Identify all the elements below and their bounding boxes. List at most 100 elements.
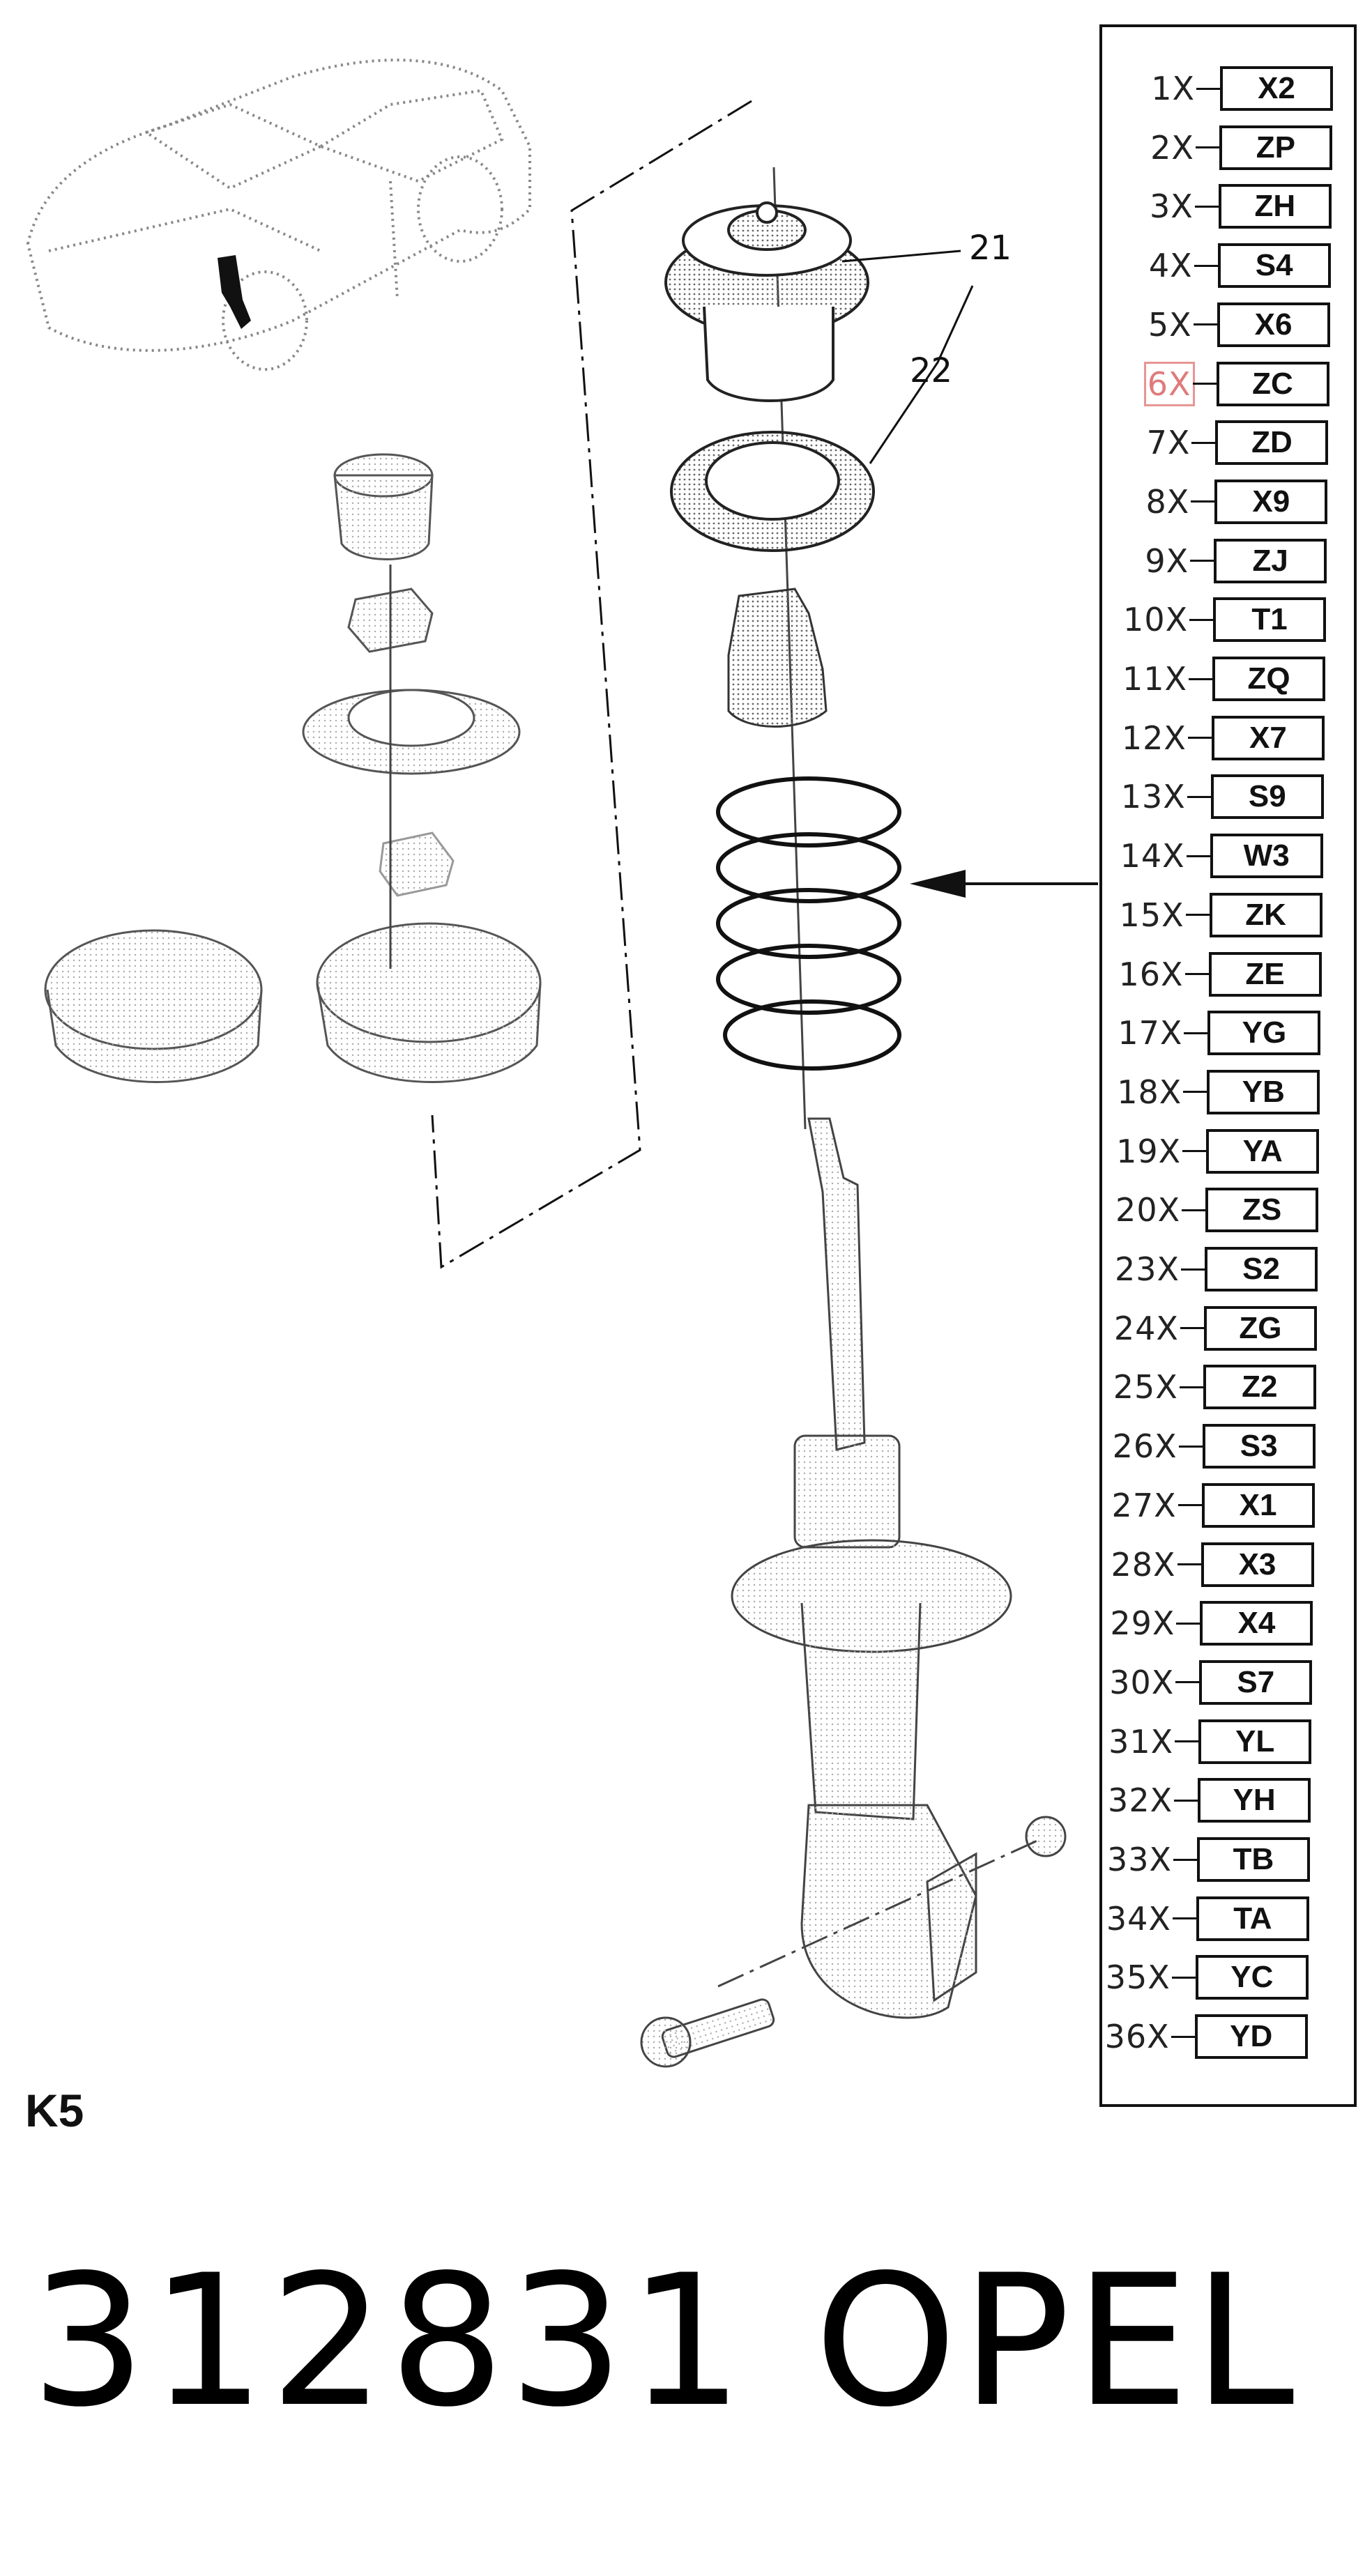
legend-quantity-text: 26X (1112, 1427, 1177, 1466)
legend-code-box: S9 (1210, 774, 1324, 820)
legend-connector (1175, 1740, 1199, 1743)
legend-connector (1189, 677, 1212, 680)
legend-quantity: 4X (1111, 247, 1193, 284)
legend-quantity: 16X (1102, 956, 1184, 993)
alternate-parts-boundary (431, 100, 752, 1269)
legend-quantity: 9X (1106, 542, 1189, 580)
legend-row: 14X W3 (1103, 834, 1323, 879)
legend-quantity: 23X (1097, 1250, 1180, 1288)
legend-connector (1194, 205, 1219, 208)
legend-code-box: X7 (1211, 715, 1325, 760)
legend-connector (1171, 2035, 1195, 2038)
callout-22-label: 22 (910, 351, 952, 390)
legend-code-box: ZQ (1212, 657, 1325, 701)
legend-quantity: 10X (1106, 601, 1188, 638)
bump-stop (727, 588, 828, 728)
legend-code-box: TB (1197, 1837, 1310, 1882)
legend-quantity: 2X (1112, 129, 1194, 167)
legend-connector (1194, 264, 1218, 267)
legend-quantity-text: 23X (1114, 1250, 1180, 1288)
alternate-component-stack (44, 453, 542, 1083)
legend-quantity: 30X (1092, 1664, 1174, 1701)
legend-quantity-text: 11X (1122, 660, 1187, 698)
legend-quantity-text: 33X (1106, 1841, 1172, 1878)
legend-quantity: 27X (1095, 1487, 1177, 1524)
legend-quantity-text: 14X (1120, 837, 1185, 875)
spring-code-legend (1099, 24, 1357, 2107)
legend-quantity-text: 29X (1110, 1604, 1175, 1643)
legend-code-box: X9 (1214, 479, 1328, 524)
legend-code-box: ZJ (1214, 538, 1327, 583)
legend-code-box: S3 (1202, 1424, 1316, 1469)
legend-connector (1177, 1504, 1202, 1507)
legend-quantity-text: 15X (1119, 896, 1184, 934)
legend-code-box: S2 (1205, 1247, 1318, 1291)
legend-connector (1190, 560, 1214, 562)
car-strut-location-marker (218, 255, 251, 329)
legend-quantity: 28X (1094, 1546, 1176, 1584)
legend-connector (1184, 973, 1209, 975)
legend-quantity: 36X (1088, 2018, 1170, 2055)
legend-quantity-text: 17X (1118, 1014, 1183, 1052)
legend-quantity: 8X (1107, 483, 1189, 521)
legend-connector (1191, 441, 1216, 444)
legend-quantity-text: 4X (1148, 247, 1193, 285)
legend-quantity: 1X (1113, 70, 1195, 107)
legend-code-box: W3 (1210, 834, 1323, 879)
legend-quantity: 14X (1103, 837, 1185, 875)
legend-quantity-text: 35X (1105, 1958, 1171, 1997)
legend-connector (1173, 1858, 1197, 1861)
legend-connector (1187, 795, 1211, 798)
legend-connector (1178, 1445, 1203, 1448)
legend-connector (1191, 500, 1215, 503)
legend-connector (1189, 618, 1214, 621)
legend-quantity: 19X (1099, 1133, 1181, 1170)
legend-quantity-text: 2X (1150, 128, 1194, 167)
legend-row: 13X S9 (1104, 774, 1324, 820)
legend-quantity: 25X (1096, 1368, 1178, 1406)
legend-connector (1182, 1209, 1206, 1211)
legend-code-box: YH (1198, 1778, 1311, 1823)
brand-name: OPEL (814, 2237, 1299, 2447)
legend-code-box: ZH (1218, 184, 1332, 229)
legend-quantity-text: 36X (1104, 2018, 1170, 2056)
car-locator-illustration (26, 59, 531, 371)
legend-quantity: 13X (1104, 778, 1186, 815)
legend-quantity-text: 5X (1148, 305, 1192, 344)
legend-connector (1181, 1268, 1205, 1271)
diagram-code: K5 (25, 2085, 84, 2136)
legend-code-box: YA (1206, 1128, 1320, 1174)
legend-quantity: 26X (1095, 1427, 1177, 1465)
legend-row: 11X ZQ (1105, 657, 1325, 701)
legend-code-box: ZP (1219, 125, 1332, 170)
legend-quantity: 35X (1088, 1958, 1171, 1996)
legend-quantity-text: 3X (1150, 187, 1194, 226)
legend-quantity-text: 6X (1143, 361, 1195, 406)
legend-code-box: YD (1194, 2014, 1308, 2060)
legend-quantity: 34X (1089, 1900, 1171, 1938)
bolt-axis-line (717, 1839, 1039, 1988)
legend-connector (1179, 1386, 1203, 1388)
legend-row: 3X ZH (1111, 184, 1332, 229)
legend-connector (1196, 87, 1220, 90)
legend-quantity: 17X (1100, 1014, 1182, 1052)
legend-code-box: X3 (1200, 1542, 1314, 1587)
legend-quantity: 15X (1102, 896, 1184, 934)
legend-code-box: X2 (1220, 66, 1333, 111)
coil-spring (716, 776, 901, 1071)
legend-connector (1177, 1563, 1201, 1565)
legend-quantity: 7X (1108, 424, 1190, 461)
legend-connector (1193, 323, 1217, 326)
